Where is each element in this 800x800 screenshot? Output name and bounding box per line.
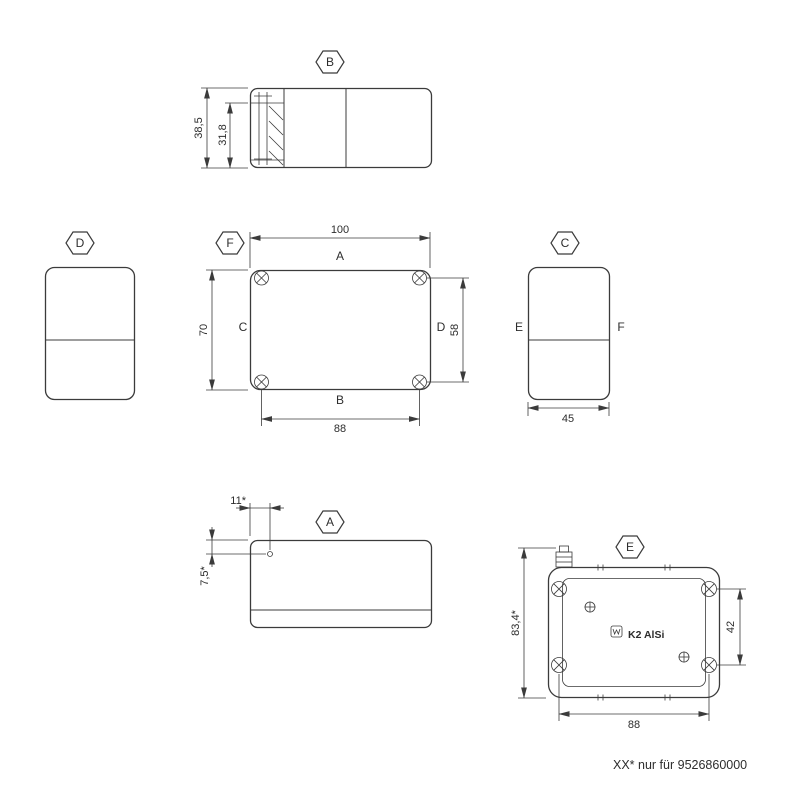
enclosure-open-outline	[547, 566, 721, 699]
direction-label-left: E	[515, 320, 523, 334]
dim-hole-offset-x: 11*	[230, 495, 246, 507]
view-f-dimensions: 100 A 70 C 58 D 88 B	[198, 224, 469, 435]
view-f: F	[198, 224, 469, 435]
enclosure-end-outline	[527, 266, 611, 401]
cover-screw-icon	[412, 270, 427, 286]
view-d-part	[44, 266, 136, 401]
dim-hole-spacing-y: 42	[725, 621, 737, 633]
direction-label-left: C	[239, 320, 248, 334]
cover-screw-icon	[551, 581, 567, 597]
enclosure-side-outline	[249, 87, 433, 169]
cover-screw-icon	[701, 581, 717, 597]
earth-terminal-icon	[678, 651, 690, 663]
view-a-dimensions: 11* 7,5*	[199, 495, 284, 586]
view-a-part	[249, 539, 433, 629]
view-b: B 38,5 31,8	[193, 50, 433, 169]
dim-lid-height: 31,8	[217, 124, 229, 145]
earth-terminal-icon	[584, 601, 596, 613]
material-marking: K2 AlSi	[628, 629, 664, 641]
dim-hole-spacing-x: 88	[628, 719, 640, 731]
cover-screw-icon	[551, 657, 567, 673]
view-a-label: A	[326, 515, 334, 529]
view-b-part	[249, 87, 433, 169]
view-f-part	[249, 269, 432, 391]
view-b-dimensions: 38,5 31,8	[193, 87, 248, 169]
view-e: E	[510, 535, 746, 731]
dim-total-height: 38,5	[193, 117, 205, 138]
view-c: C E F 45	[515, 231, 625, 425]
direction-label-top: A	[336, 249, 344, 263]
dim-hole-offset-y: 7,5*	[199, 565, 211, 585]
direction-label-right: F	[617, 320, 624, 334]
dim-depth: 45	[562, 413, 574, 425]
cover-screw-icon	[412, 374, 427, 390]
enclosure-inner-wall	[562, 578, 706, 687]
view-c-badge-hexagon-icon	[550, 231, 580, 255]
dim-hole-spacing-x: 88	[334, 423, 346, 435]
view-e-badge-hexagon-icon	[615, 535, 645, 559]
view-f-label: F	[226, 236, 233, 250]
enclosure-end-outline	[44, 266, 136, 401]
view-e-part: K2 AlSi	[547, 545, 721, 701]
dim-width: 100	[331, 224, 349, 236]
cover-screw-icon	[254, 374, 269, 390]
view-f-badge-hexagon-icon	[215, 231, 245, 255]
dim-height: 70	[198, 324, 210, 336]
view-c-label: C	[561, 236, 570, 250]
view-a-badge-hexagon-icon	[315, 510, 345, 534]
cover-screw-icon	[254, 270, 269, 286]
view-a: A 11* 7,5*	[199, 495, 433, 629]
direction-label-bottom: B	[336, 393, 344, 407]
brand-logo-icon	[610, 625, 623, 638]
enclosure-side-outline	[249, 539, 433, 629]
enclosure-top-outline	[249, 269, 432, 391]
view-b-label: B	[326, 55, 334, 69]
gland-screw-icon	[555, 545, 573, 568]
pilot-hole	[267, 551, 273, 557]
view-e-dimensions: 83,4* 42 88	[510, 547, 746, 731]
view-b-badge-hexagon-icon	[315, 50, 345, 74]
view-d-label: D	[76, 236, 85, 250]
footnote: XX* nur für 9526860000	[613, 758, 747, 772]
direction-label-right: D	[437, 320, 446, 334]
dim-total-height: 83,4*	[510, 609, 522, 635]
dim-hole-spacing-y: 58	[449, 324, 461, 336]
view-c-part	[527, 266, 611, 401]
view-c-dimensions: 45	[527, 402, 610, 425]
view-d-badge-hexagon-icon	[65, 231, 95, 255]
view-d: D	[44, 231, 136, 401]
view-e-label: E	[626, 540, 634, 554]
cover-screw-icon	[701, 657, 717, 673]
